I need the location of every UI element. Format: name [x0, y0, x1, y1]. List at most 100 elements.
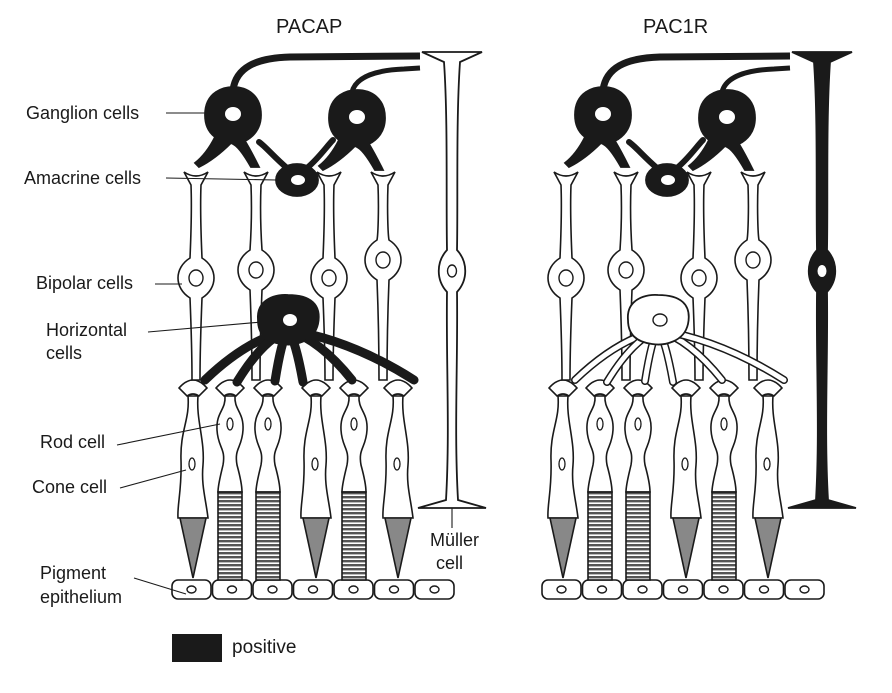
cone-cell-body [300, 395, 332, 519]
pigment-epithelium-nucleus [596, 585, 608, 594]
rod-cell-body [624, 395, 652, 493]
cone-cell-terminal [752, 379, 784, 398]
cone-cell-terminal [177, 379, 209, 398]
bipolar-cell-nucleus [618, 261, 634, 279]
leader-line [116, 423, 221, 446]
amacrine-cell-nucleus [661, 175, 675, 185]
label-pigment-epithelium-line2: epithelium [40, 587, 123, 607]
rod-cell-nucleus [634, 417, 642, 431]
leader-line [165, 177, 277, 181]
rod-outer-segment [255, 491, 281, 581]
rod-cell-nucleus [264, 417, 272, 431]
rod-outer-segment [341, 491, 367, 581]
bipolar-cell-nucleus [691, 269, 707, 287]
pigment-epithelium-cell [252, 579, 293, 600]
pigment-epithelium-nucleus [348, 585, 359, 594]
pigment-epithelium-cell [292, 579, 334, 600]
panel-title-pacap: PACAP [276, 16, 343, 38]
muller-cell [787, 51, 857, 509]
horizontal-cell-nucleus [652, 313, 668, 327]
muller-cell-nucleus [446, 264, 458, 278]
cone-cell-terminal [670, 379, 702, 398]
ganglion-cell [563, 86, 632, 169]
bipolar-cell [680, 171, 718, 381]
cone-outer-segment [302, 517, 330, 579]
cone-outer-segment [384, 517, 412, 579]
cone-cell-nucleus [311, 457, 319, 471]
label-rod-cell: Rod cell [40, 432, 106, 452]
leader-line [147, 321, 263, 333]
rod-cell-body [710, 395, 738, 493]
horizontal-cell-body [627, 293, 690, 346]
pigment-epithelium-cell [541, 579, 582, 600]
pigment-epithelium-cell [373, 579, 415, 600]
pigment-epithelium-nucleus [677, 585, 689, 594]
label-horizontal-cells-line1: Horizontal [46, 320, 128, 340]
amacrine-cell-process [256, 139, 290, 171]
horizontal-cell-nucleus [283, 314, 297, 326]
bipolar-cell-nucleus [321, 269, 337, 287]
cone-cell-body [547, 395, 579, 519]
label-muller-cell-line2: cell [436, 553, 464, 573]
label-ganglion-cells: Ganglion cells [26, 103, 140, 123]
pigment-epithelium-cell [743, 579, 785, 600]
ganglion-cell-nucleus [225, 107, 241, 121]
pigment-epithelium-cell [784, 579, 825, 600]
cone-outer-segment [754, 517, 782, 579]
cone-cell-nucleus [763, 457, 771, 471]
cone-cell-body [670, 395, 702, 519]
cone-cell-terminal [382, 379, 414, 398]
cone-cell-nucleus [393, 457, 401, 471]
ganglion-axon [599, 52, 791, 91]
leader-line [133, 577, 187, 595]
rod-cell-body [586, 395, 614, 493]
rod-cell-body [254, 395, 282, 493]
panel-pac1r [541, 51, 857, 600]
bipolar-cell-nucleus [248, 261, 264, 279]
ganglion-axon [719, 65, 791, 93]
panel-title-pac1r: PAC1R [643, 16, 709, 38]
ganglion-axon [349, 65, 421, 93]
ganglion-cell-nucleus [719, 110, 735, 124]
legend-positive-label: positive [232, 637, 297, 658]
pigment-epithelium-nucleus [718, 585, 729, 594]
panel-pacap [171, 51, 487, 600]
pigment-epithelium-nucleus [556, 585, 567, 594]
amacrine-cell-process [674, 137, 706, 171]
bipolar-cell [364, 171, 402, 381]
bipolar-cell-nucleus [188, 269, 204, 287]
label-horizontal-cells-line2: cells [46, 343, 83, 363]
cone-cell-nucleus [558, 457, 566, 471]
label-leader-lines [116, 112, 453, 595]
ganglion-cell [687, 89, 756, 172]
cone-cell-terminal [300, 379, 332, 398]
rod-outer-segment [217, 491, 243, 581]
pigment-epithelium-nucleus [637, 585, 648, 594]
ganglion-cell [193, 86, 262, 169]
amacrine-cell-process [626, 139, 660, 171]
pigment-epithelium-cell [662, 579, 704, 600]
bipolar-cell [547, 171, 585, 381]
ganglion-axon [229, 52, 421, 91]
bipolar-cell [734, 171, 772, 381]
pigment-epithelium-cell [622, 579, 663, 600]
pigment-epithelium-nucleus [267, 585, 278, 594]
cone-outer-segment [549, 517, 577, 579]
cone-outer-segment [179, 517, 207, 579]
cone-cell-body [752, 395, 784, 519]
bipolar-cell [177, 171, 215, 381]
ganglion-cell-nucleus [595, 107, 611, 121]
label-amacrine-cells: Amacrine cells [24, 168, 142, 188]
bipolar-cell-nucleus [745, 251, 761, 269]
ganglion-cell [317, 89, 386, 172]
cone-cell-nucleus [188, 457, 196, 471]
label-muller-cell-line1: Müller [430, 530, 480, 550]
rod-outer-segment [587, 491, 613, 581]
rod-outer-segment [711, 491, 737, 581]
amacrine-cell-process [304, 137, 336, 171]
label-cone-cell: Cone cell [32, 477, 108, 497]
pigment-epithelium-cell [333, 579, 374, 600]
rod-cell-nucleus [226, 417, 234, 431]
cone-cell-terminal [547, 379, 579, 398]
